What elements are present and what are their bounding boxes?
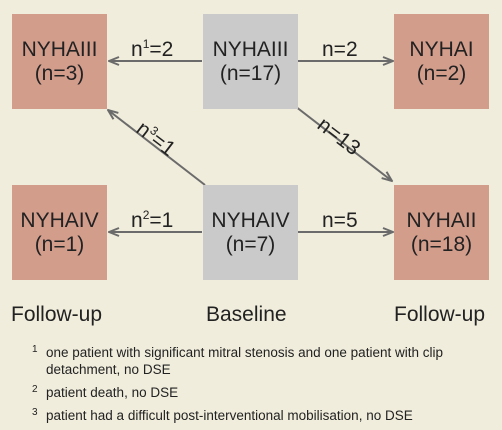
- baseline-nyha3-box: NYHAIII (n=17): [203, 14, 298, 109]
- box-count: (n=18): [410, 232, 473, 256]
- arrow-b3-to-f2: [290, 102, 392, 181]
- footnote-text: one patient with significant mitral sten…: [46, 345, 443, 377]
- footnote-ref: 2: [142, 208, 150, 222]
- box-count: (n=1): [34, 232, 85, 256]
- arrow-label-b3-to-f3: n1=2: [131, 38, 173, 62]
- arrow-b4-to-f3: [108, 110, 206, 186]
- footnote-ref: 1: [142, 37, 150, 51]
- arrow-label-value: =1: [149, 209, 174, 232]
- box-count: (n=2): [416, 61, 467, 85]
- column-label-left: Follow-up: [11, 303, 103, 326]
- footnote-item: 1 one patient with significant mitral st…: [32, 344, 502, 378]
- footnote-mark: 1: [32, 344, 38, 355]
- followup-nyha2-box: NYHAII (n=18): [394, 185, 489, 280]
- box-label: NYHAIII: [212, 37, 289, 61]
- footnotes: 1 one patient with significant mitral st…: [32, 344, 502, 430]
- box-count: (n=17): [219, 61, 282, 85]
- arrow-label-base: n: [131, 209, 143, 232]
- arrow-label-b4-to-f2: n=5: [322, 209, 358, 232]
- arrow-label-value: =2: [149, 38, 174, 61]
- column-label-right: Follow-up: [394, 303, 486, 326]
- footnote-mark: 3: [32, 407, 38, 418]
- footnote-item: 2 patient death, no DSE: [32, 384, 502, 401]
- box-count: (n=7): [225, 232, 276, 256]
- followup-nyha1-box: NYHAI (n=2): [394, 14, 489, 109]
- box-count: (n=3): [34, 61, 85, 85]
- box-label: NYHAIV: [20, 208, 99, 232]
- followup-nyha4-box: NYHAIV (n=1): [12, 185, 107, 280]
- column-label-center: Baseline: [206, 303, 287, 326]
- footnote-text: patient death, no DSE: [46, 385, 179, 400]
- arrow-label-b4-to-f4: n2=1: [131, 209, 173, 233]
- box-label: NYHAIII: [21, 37, 98, 61]
- box-label: NYHAI: [409, 37, 474, 61]
- followup-nyha3-box: NYHAIII (n=3): [12, 14, 107, 109]
- box-label: NYHAIV: [211, 208, 290, 232]
- footnote-item: 3 patient had a difficult post-intervent…: [32, 407, 502, 424]
- arrow-label-b3-to-f1: n=2: [322, 38, 358, 61]
- arrow-label-base: n: [131, 38, 143, 61]
- footnote-text: patient had a difficult post-interventio…: [46, 408, 413, 423]
- footnote-mark: 2: [32, 384, 38, 395]
- baseline-nyha4-box: NYHAIV (n=7): [203, 185, 298, 280]
- box-label: NYHAII: [406, 208, 477, 232]
